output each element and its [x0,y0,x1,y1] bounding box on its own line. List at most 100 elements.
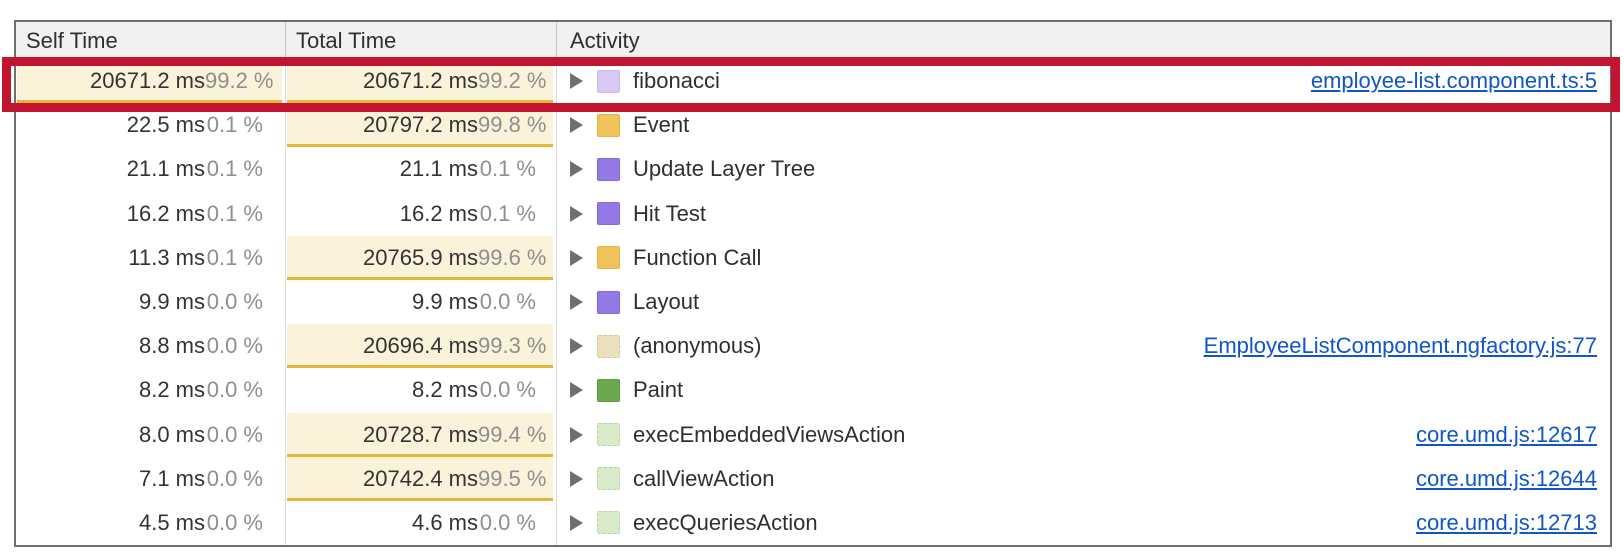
source-location-link[interactable]: core.umd.js:12713 [1416,509,1597,535]
source-location-link[interactable]: core.umd.js:12617 [1416,421,1597,447]
self-time-value: 20671.2 ms [90,68,205,94]
activity-cell: Event [557,103,1610,147]
total-time-value: 20765.9 ms [363,244,478,270]
activity-label: Event [633,112,690,138]
rendering-swatch [597,157,620,181]
table-row[interactable]: 7.1 ms 0.0 % 20742.4 ms 99.5 % callViewA… [16,456,1610,502]
table-row[interactable]: 21.1 ms 0.1 % 21.1 ms 0.1 % Update Layer… [16,147,1610,192]
activity-label: execQueriesAction [633,509,818,535]
js-frame-swatch [597,511,620,535]
table-row[interactable]: 8.8 ms 0.0 % 20696.4 ms 99.3 % (anonymou… [16,324,1610,369]
disclosure-triangle-icon[interactable] [570,205,583,222]
js-frame-swatch [597,69,620,93]
disclosure-triangle-icon[interactable] [570,426,583,443]
total-time-percent: 0.0 % [479,289,536,315]
self-time-percent: 0.1 % [206,244,263,270]
self-time-cell: 8.2 ms 0.0 % [16,368,286,413]
total-time-percent: 99.4 % [478,421,547,447]
disclosure-triangle-icon[interactable] [570,117,583,134]
table-rows: 20671.2 ms 99.2 % 20671.2 ms 99.2 % fibo… [16,59,1610,546]
self-time-value: 8.2 ms [138,377,205,403]
bottom-up-data-grid: Self Time Total Time Activity 20671.2 ms… [14,20,1612,547]
activity-cell: Update Layer Tree [557,147,1610,191]
self-time-cell: 16.2 ms 0.1 % [16,191,286,236]
total-time-cell: 20696.4 ms 99.3 % [286,324,557,369]
table-row[interactable]: 11.3 ms 0.1 % 20765.9 ms 99.6 % Function… [16,235,1610,281]
activity-cell: Function Call [557,236,1610,280]
self-time-percent: 0.0 % [206,421,263,447]
total-time-value: 9.9 ms [411,289,478,315]
self-time-cell: 8.8 ms 0.0 % [16,324,286,369]
activity-label: Layout [633,289,700,315]
disclosure-triangle-icon[interactable] [570,338,583,355]
disclosure-triangle-icon[interactable] [570,161,583,178]
table-row[interactable]: 16.2 ms 0.1 % 16.2 ms 0.1 % Hit Test [16,191,1610,236]
scripting-swatch [597,246,620,270]
self-time-value: 7.1 ms [138,465,205,491]
activity-cell: execEmbeddedViewsAction core.umd.js:1261… [557,413,1610,457]
self-time-cell: 21.1 ms 0.1 % [16,147,286,192]
table-row[interactable]: 9.9 ms 0.0 % 9.9 ms 0.0 % Layout [16,279,1610,325]
total-time-value: 16.2 ms [399,200,478,226]
rendering-swatch [597,202,620,226]
table-row[interactable]: 8.0 ms 0.0 % 20728.7 ms 99.4 % execEmbed… [16,412,1610,457]
js-frame-swatch [597,423,620,447]
disclosure-triangle-icon[interactable] [570,73,583,90]
column-header-self-time[interactable]: Self Time [16,22,286,59]
total-time-value: 21.1 ms [399,156,478,182]
total-time-cell: 16.2 ms 0.1 % [286,191,557,236]
self-time-cell: 11.3 ms 0.1 % [16,235,286,280]
self-time-percent: 99.2 % [205,68,274,94]
activity-label: fibonacci [633,68,720,94]
painting-swatch [597,378,620,402]
total-time-cell: 20765.9 ms 99.6 % [286,235,557,281]
total-time-cell: 20797.2 ms 99.8 % [286,103,557,148]
total-time-cell: 20728.7 ms 99.4 % [286,412,557,457]
total-time-cell: 21.1 ms 0.1 % [286,147,557,192]
self-time-value: 11.3 ms [128,244,205,270]
total-time-value: 20742.4 ms [363,465,478,491]
total-time-value: 20797.2 ms [363,112,478,138]
total-time-value: 20696.4 ms [363,333,478,359]
self-time-percent: 0.1 % [206,200,263,226]
disclosure-triangle-icon[interactable] [570,294,583,311]
table-row[interactable]: 20671.2 ms 99.2 % 20671.2 ms 99.2 % fibo… [16,59,1610,104]
self-time-cell: 9.9 ms 0.0 % [16,279,286,325]
disclosure-triangle-icon[interactable] [570,470,583,487]
table-row[interactable]: 4.5 ms 0.0 % 4.6 ms 0.0 % execQueriesAct… [16,500,1610,546]
total-time-percent: 0.0 % [479,377,536,403]
self-time-cell: 7.1 ms 0.0 % [16,456,286,501]
self-time-percent: 0.0 % [206,289,263,315]
data-grid-header-row: Self Time Total Time Activity [16,22,1610,59]
activity-label: Function Call [633,244,762,270]
table-row[interactable]: 8.2 ms 0.0 % 8.2 ms 0.0 % Paint [16,368,1610,413]
source-location-link[interactable]: EmployeeListComponent.ngfactory.js:77 [1203,333,1597,359]
disclosure-triangle-icon[interactable] [570,514,583,531]
total-time-percent: 0.1 % [479,156,536,182]
disclosure-triangle-icon[interactable] [570,249,583,266]
table-row[interactable]: 22.5 ms 0.1 % 20797.2 ms 99.8 % Event [16,103,1610,148]
source-location-link[interactable]: core.umd.js:12644 [1416,465,1597,491]
self-time-value: 22.5 ms [126,112,205,138]
activity-cell: (anonymous) EmployeeListComponent.ngfact… [557,324,1610,368]
disclosure-triangle-icon[interactable] [570,382,583,399]
total-time-value: 20728.7 ms [363,421,478,447]
source-location-link[interactable]: employee-list.component.ts:5 [1310,68,1597,94]
total-time-percent: 0.1 % [479,200,536,226]
self-time-value: 8.8 ms [138,333,205,359]
column-header-activity[interactable]: Activity [570,27,640,53]
scripting-swatch [597,113,620,137]
activity-label: Update Layer Tree [633,156,816,182]
total-time-cell: 4.6 ms 0.0 % [286,500,557,546]
activity-label: execEmbeddedViewsAction [633,421,906,447]
total-time-percent: 99.2 % [478,68,547,94]
self-time-percent: 0.0 % [206,509,263,535]
self-time-percent: 0.1 % [206,112,263,138]
self-time-cell: 8.0 ms 0.0 % [16,412,286,457]
self-time-percent: 0.1 % [206,156,263,182]
self-time-percent: 0.0 % [206,377,263,403]
activity-cell: Hit Test [557,192,1610,236]
self-time-cell: 22.5 ms 0.1 % [16,103,286,148]
column-header-total-time[interactable]: Total Time [286,22,557,59]
js-frame-swatch [597,467,620,491]
